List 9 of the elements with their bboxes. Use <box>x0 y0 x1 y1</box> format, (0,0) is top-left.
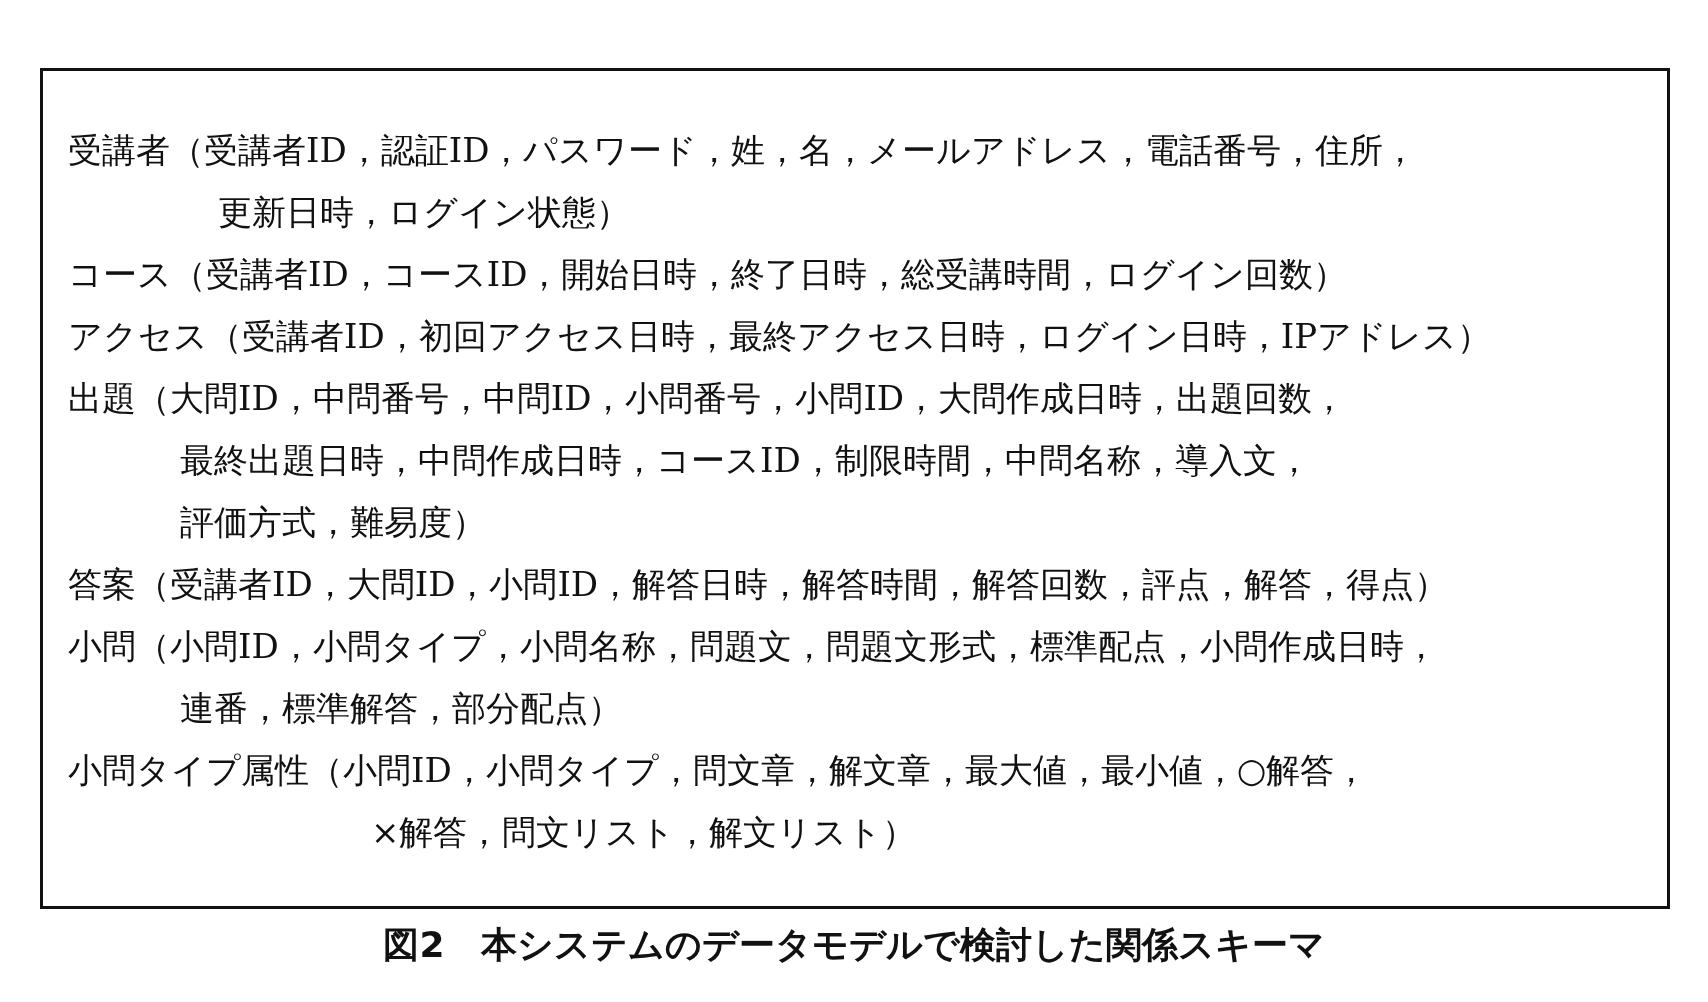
figure-caption: 図2 本システムのデータモデルで検討した関係スキーマ <box>383 923 1325 967</box>
relation-schema-text: コース（受講者ID，コースID，開始日時，終了日時，総受講時間，ログイン回数） <box>68 253 1349 296</box>
relation-schema-text: 小問（小問ID，小問タイプ，小問名称，問題文，問題文形式，標準配点，小問作成日時，連番，標準解答，部分配点） <box>68 625 1439 730</box>
relation-schema-text: 答案（受講者ID，大問ID，小問ID，解答日時，解答時間，解答回数，評点，解答，得点） <box>68 563 1450 606</box>
relation-schema-text: 出題（大問ID，中問番号，中問ID，小問番号，小問ID，大問作成日時，出題回数，最終出題日時，中問作成日時，コースID，制限時間，中問名称，導入文，評価方式，難易度） <box>68 377 1348 544</box>
relation-schema-text: アクセス（受講者ID，初回アクセス日時，最終アクセス日時，ログイン日時，IPアドレス） <box>68 315 1492 358</box>
relation-schema-text: 受講者（受講者ID，認証ID，パスワード，姓，名，メールアドレス，電話番号，住所，更新日時，ログイン状態） <box>68 129 1419 234</box>
relation-schema-text: 小問タイプ属性（小問ID，小問タイプ，問文章，解文章，最大値，最小値，○解答，×解答，問文リスト，解文リスト） <box>68 749 1370 854</box>
schema-box <box>40 68 1670 909</box>
